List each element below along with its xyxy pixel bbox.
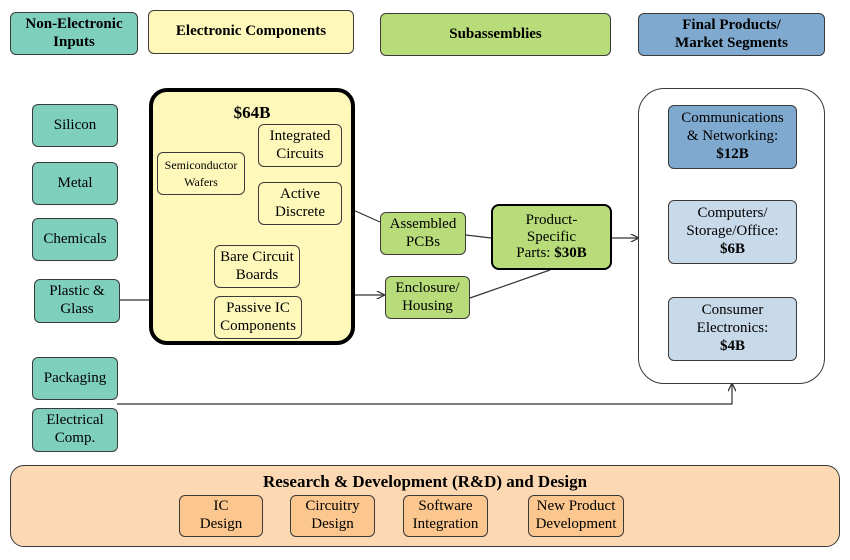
consumer-label: Consumer Electronics: xyxy=(696,302,769,337)
subassembly-enclosure-housing: Enclosure/ Housing xyxy=(385,276,470,319)
input-chemicals: Chemicals xyxy=(32,218,118,261)
consumer-value: $4B xyxy=(719,337,745,354)
input-silicon: Silicon xyxy=(32,104,118,147)
input-packaging: Packaging xyxy=(32,357,118,400)
comm-label: Communications & Networking: xyxy=(681,110,784,145)
rd-item-new-product-development: New Product Development xyxy=(528,495,624,537)
rd-item-ic-design: IC Design xyxy=(179,495,263,537)
components-total: $64B xyxy=(233,103,271,122)
comp-label: Computers/ Storage/Office: xyxy=(686,205,779,240)
input-plastic-glass: Plastic & Glass xyxy=(34,279,120,323)
connector-enclosure-parts xyxy=(469,269,551,299)
header-inputs: Non-Electronic Inputs xyxy=(10,12,138,55)
rd-title: Research & Development (R&D) and Design xyxy=(262,472,588,491)
header-subassemblies: Subassemblies xyxy=(380,13,611,56)
connector-electrical-final xyxy=(117,384,732,405)
connector-pcbs-parts xyxy=(465,234,492,239)
comm-value: $12B xyxy=(716,145,749,162)
subassembly-assembled-pcbs: Assembled PCBs xyxy=(380,212,466,255)
rd-item-software-integration: Software Integration xyxy=(403,495,488,537)
component-active-discrete: Active Discrete xyxy=(258,182,342,225)
header-components: Electronic Components xyxy=(148,10,354,54)
final-consumer-electronics: Consumer Electronics:$4B xyxy=(668,297,797,361)
component-integrated-circuits: Integrated Circuits xyxy=(258,124,342,167)
header-final-products: Final Products/ Market Segments xyxy=(638,13,825,56)
input-electrical-comp: Electrical Comp. xyxy=(32,408,118,452)
rd-item-circuitry-design: Circuitry Design xyxy=(290,495,375,537)
final-communications-networking: Communications & Networking:$12B xyxy=(668,105,797,169)
input-metal: Metal xyxy=(32,162,118,205)
component-passive-ic: Passive IC Components xyxy=(214,296,302,339)
parts-label: Product- Specific Parts: xyxy=(516,211,578,262)
parts-value: $30B xyxy=(554,245,587,262)
component-bare-circuit-boards: Bare Circuit Boards xyxy=(214,245,300,288)
final-computers-storage-office: Computers/ Storage/Office:$6B xyxy=(668,200,797,264)
component-semiconductor-wafers: Semiconductor Wafers xyxy=(157,152,245,195)
subassembly-product-specific-parts: Product- Specific Parts: $30B xyxy=(491,204,612,270)
comp-value: $6B xyxy=(719,240,745,257)
